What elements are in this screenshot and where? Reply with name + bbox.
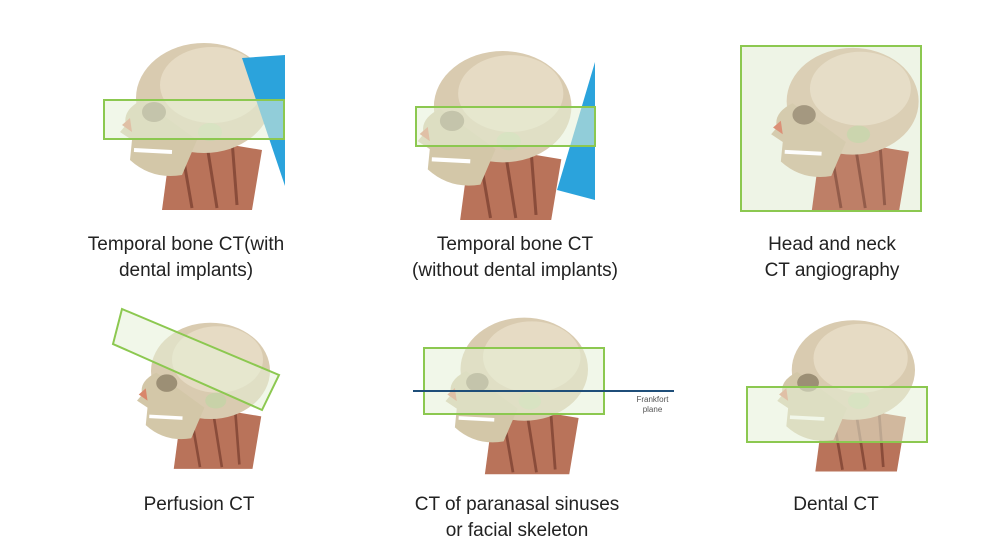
caption-line2: (without dental implants) (412, 260, 618, 281)
frankfort-label-line1: Frankfort (636, 395, 669, 404)
frankfort-label-line2: plane (642, 405, 663, 414)
scan-range-box-4 (111, 307, 281, 412)
caption-line1: Temporal bone CT(with (87, 234, 285, 255)
caption-line2: dental implants) (118, 260, 254, 281)
panel-5-caption: CT of paranasal sinuses or facial skelet… (367, 492, 667, 544)
caption-line2: or facial skeleton (445, 520, 589, 541)
scan-range-box-2 (415, 106, 596, 147)
scan-range-box-6 (746, 386, 928, 443)
panel-4-caption: Perfusion CT (49, 492, 349, 518)
panel-6-caption: Dental CT (686, 492, 986, 518)
scan-range-box-5 (423, 347, 605, 415)
caption-line2: CT angiography (764, 260, 900, 281)
frankfort-plane-label: Frankfort plane (630, 395, 675, 415)
panel-3-caption: Head and neck CT angiography (682, 232, 982, 284)
panel-2-caption: Temporal bone CT (without dental implant… (365, 232, 665, 284)
scan-range-box-1 (103, 99, 285, 140)
caption-line1: Dental CT (793, 494, 879, 515)
caption-line1: CT of paranasal sinuses (414, 494, 620, 515)
panel-1-caption: Temporal bone CT(with dental implants) (36, 232, 336, 284)
caption-line1: Perfusion CT (143, 494, 255, 515)
caption-line1: Head and neck (768, 234, 896, 255)
caption-line1: Temporal bone CT (436, 234, 594, 255)
